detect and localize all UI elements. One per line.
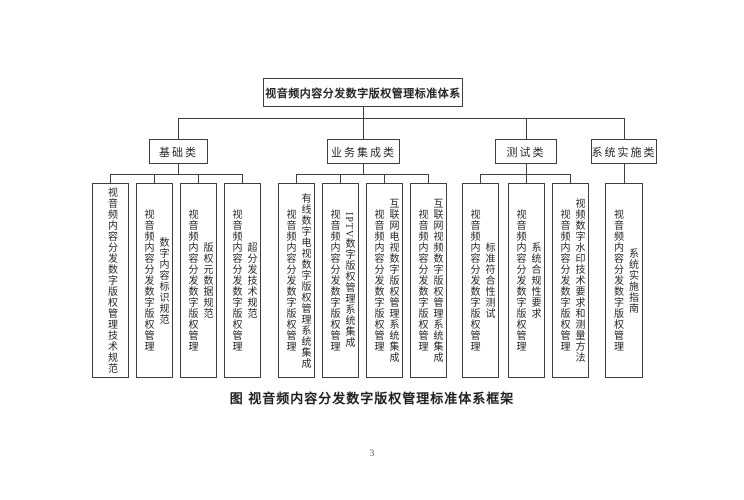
standard-title-column: 视音频内容分发数字版权管理 [372,209,383,352]
category-node-business-integration: 业务集成类 [327,139,400,164]
connector-line [110,174,111,183]
figure-caption: 图 视音频内容分发数字版权管理标准体系框架 [229,391,515,406]
standard-subtitle-column: 版权元数据规范 [201,242,212,319]
standard-node: 视音频内容分发数字版权管理 超分发技术规范 [224,183,261,378]
standard-subtitle-column: 标准符合性测试 [483,242,494,319]
connector-line [480,174,571,175]
connector-line [526,164,527,175]
standard-node: 视音频内容分发数字版权管理 数字内容标识规范 [136,183,173,378]
connector-line [154,174,155,183]
category-node-system-implementation: 系统实施类 [591,139,657,164]
standard-subtitle-column: 系统实施指南 [626,247,638,314]
standard-node: 视音频内容分发数字版权管理 系统实施指南 [605,183,643,378]
connector-line [570,174,571,183]
standard-title-column: 视音频内容分发数字版权管理 [514,209,525,352]
standard-subtitle-column: 互联网视频数字版权管理系统集成 [431,198,442,363]
standard-subtitle-column: IPTV数字版权管理系统集成 [343,212,354,349]
standard-title-column: 视音频内容分发数字版权管理技术规范 [105,187,117,374]
standard-node: 视音频内容分发数字版权管理技术规范 [92,183,129,378]
standard-subtitle-column: 有线数字电视数字版权管理系统集成 [299,192,310,369]
connector-line [242,174,243,183]
standard-node: 视音频内容分发数字版权管理 互联网电视数字版权管理系统集成 [366,183,403,378]
standard-title-column: 视音频内容分发数字版权管理 [468,209,479,352]
standard-node: 视音频内容分发数字版权管理 视频数字水印技术要求和测量方法 [552,183,589,378]
standard-node: 视音频内容分发数字版权管理 IPTV数字版权管理系统集成 [322,183,359,378]
standard-node: 视音频内容分发数字版权管理 互联网视频数字版权管理系统集成 [410,183,447,378]
standard-subtitle-column: 超分发技术规范 [245,242,256,319]
standard-title-column: 视音频内容分发数字版权管理 [558,209,569,352]
standard-subtitle-column: 视频数字水印技术要求和测量方法 [573,198,584,363]
connector-line [178,118,625,119]
standard-node: 视音频内容分发数字版权管理 版权元数据规范 [180,183,217,378]
connector-line [428,174,429,183]
connector-line [526,118,527,139]
standard-subtitle-column: 数字内容标识规范 [157,236,168,325]
standard-subtitle-column: 互联网电视数字版权管理系统集成 [387,198,398,363]
connector-line [363,118,364,139]
standard-title-column: 视音频内容分发数字版权管理 [284,209,295,352]
standard-title-column: 视音频内容分发数字版权管理 [142,209,153,352]
connector-line [178,118,179,139]
root-node: 视音频内容分发数字版权管理标准体系 [263,78,463,107]
standard-node: 视音频内容分发数字版权管理 有线数字电视数字版权管理系统集成 [278,183,315,378]
connector-line [110,174,243,175]
standard-title-column: 视音频内容分发数字版权管理 [611,209,623,352]
connector-line [624,164,625,183]
connector-line [296,174,429,175]
connector-line [624,118,625,139]
standard-node: 视音频内容分发数字版权管理 系统合规性要求 [508,183,545,378]
connector-line [178,164,179,175]
standard-title-column: 视音频内容分发数字版权管理 [416,209,427,352]
page-number: 3 [369,448,375,458]
connector-line [526,174,527,183]
standard-title-column: 视音频内容分发数字版权管理 [230,209,241,352]
standard-title-column: 视音频内容分发数字版权管理 [186,209,197,352]
category-node-basic: 基础类 [149,139,208,164]
category-node-testing: 测试类 [495,139,557,164]
connector-line [198,174,199,183]
connector-line [296,174,297,183]
connector-line [340,174,341,183]
connector-line [480,174,481,183]
connector-line [363,107,364,119]
standard-subtitle-column: 系统合规性要求 [529,242,540,319]
connector-line [384,174,385,183]
standard-title-column: 视音频内容分发数字版权管理 [328,209,339,352]
connector-line [363,164,364,175]
standard-node: 视音频内容分发数字版权管理 标准符合性测试 [462,183,499,378]
